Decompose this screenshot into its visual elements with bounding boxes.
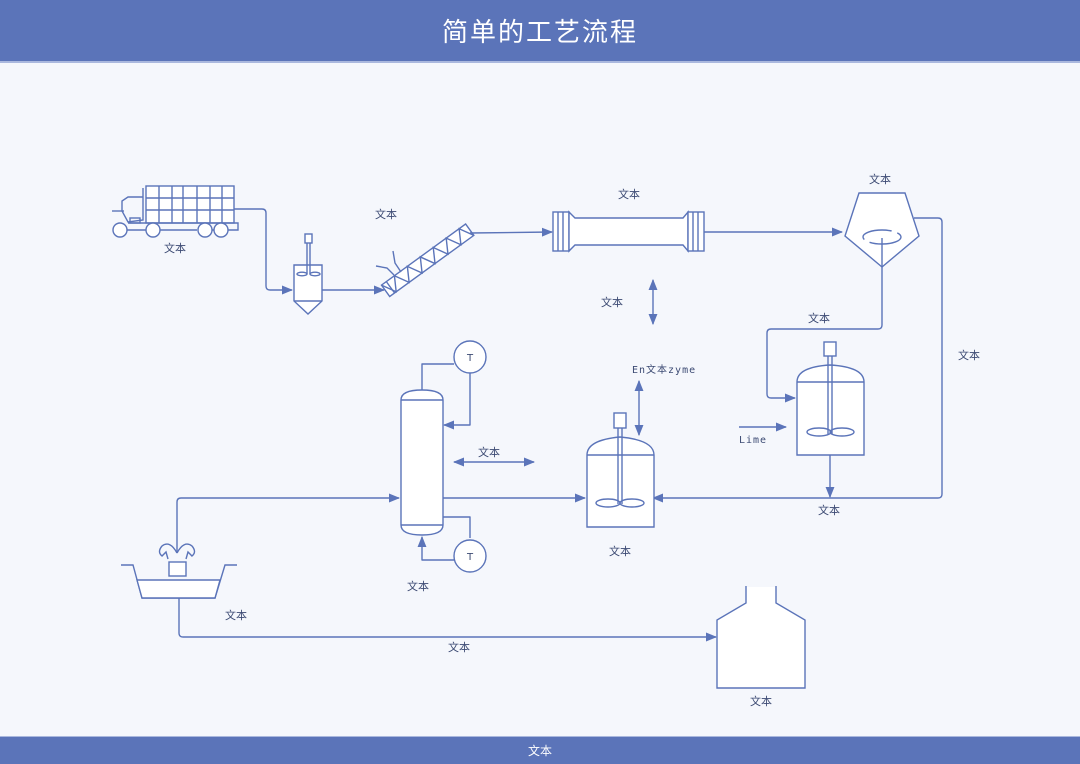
recycle-line-label: 文本 [958,348,980,362]
screw-conveyor-label: 文本 [375,207,397,221]
pipe-column-bottom-to-sensor [443,516,471,538]
pipe-centrifuge-to-reactor [766,267,883,403]
page-header: 简单的工艺流程 [0,0,1080,63]
rotary-drum-icon[interactable] [552,210,705,253]
pipe-sensor-to-column-top [442,373,471,430]
fountain-basin-label: 文本 [225,608,247,622]
storage-tank-label: 文本 [750,694,772,708]
temperature-sensor-bottom[interactable]: T [453,539,487,573]
centrifuge-icon[interactable] [844,192,920,268]
lime-reactor-icon[interactable] [796,341,865,456]
pipe-fountain-to-column [176,493,401,553]
reactor-outlet-label: 文本 [818,503,840,517]
temperature-sensor-top-label: T [466,353,474,364]
temperature-sensor-top[interactable]: T [453,340,487,374]
fermenter-icon[interactable] [586,412,655,528]
pipe-conveyor-to-drum [469,227,554,237]
distillation-column-label: 文本 [407,579,429,593]
pipe-basin-to-storage [178,598,718,642]
mixing-hopper-icon[interactable] [293,233,323,315]
footer-text: 文本 [527,744,552,758]
fountain-basin-icon[interactable] [121,543,237,599]
page-title: 简单的工艺流程 [441,18,638,48]
distillation-column-icon[interactable] [400,389,444,536]
rotary-drum-label: 文本 [618,187,640,201]
screw-conveyor-icon[interactable] [375,223,475,298]
storage-tank-icon[interactable] [716,585,806,689]
temperature-sensor-bottom-label: T [466,552,474,563]
lime-feed-label: Lime [739,435,767,446]
page-footer: 文本 [0,736,1080,764]
pipe-truck-to-mixer [234,208,294,295]
enzyme-feed-label: En文本zyme [632,363,696,376]
truck-label: 文本 [164,241,186,255]
bidirectional-horizontal-label: 文本 [478,445,500,459]
pipe-column-top-to-sensor [421,363,454,390]
bidirectional-vertical-label: 文本 [601,295,623,309]
bottom-line-label: 文本 [448,640,470,654]
truck-icon[interactable] [112,185,239,238]
pipe-sensor-to-column-bottom [417,535,454,561]
centrifuge-to-reactor-label: 文本 [808,311,830,325]
fermenter-label: 文本 [609,544,631,558]
centrifuge-label: 文本 [869,172,891,186]
pipe-recycle-line [651,217,943,503]
